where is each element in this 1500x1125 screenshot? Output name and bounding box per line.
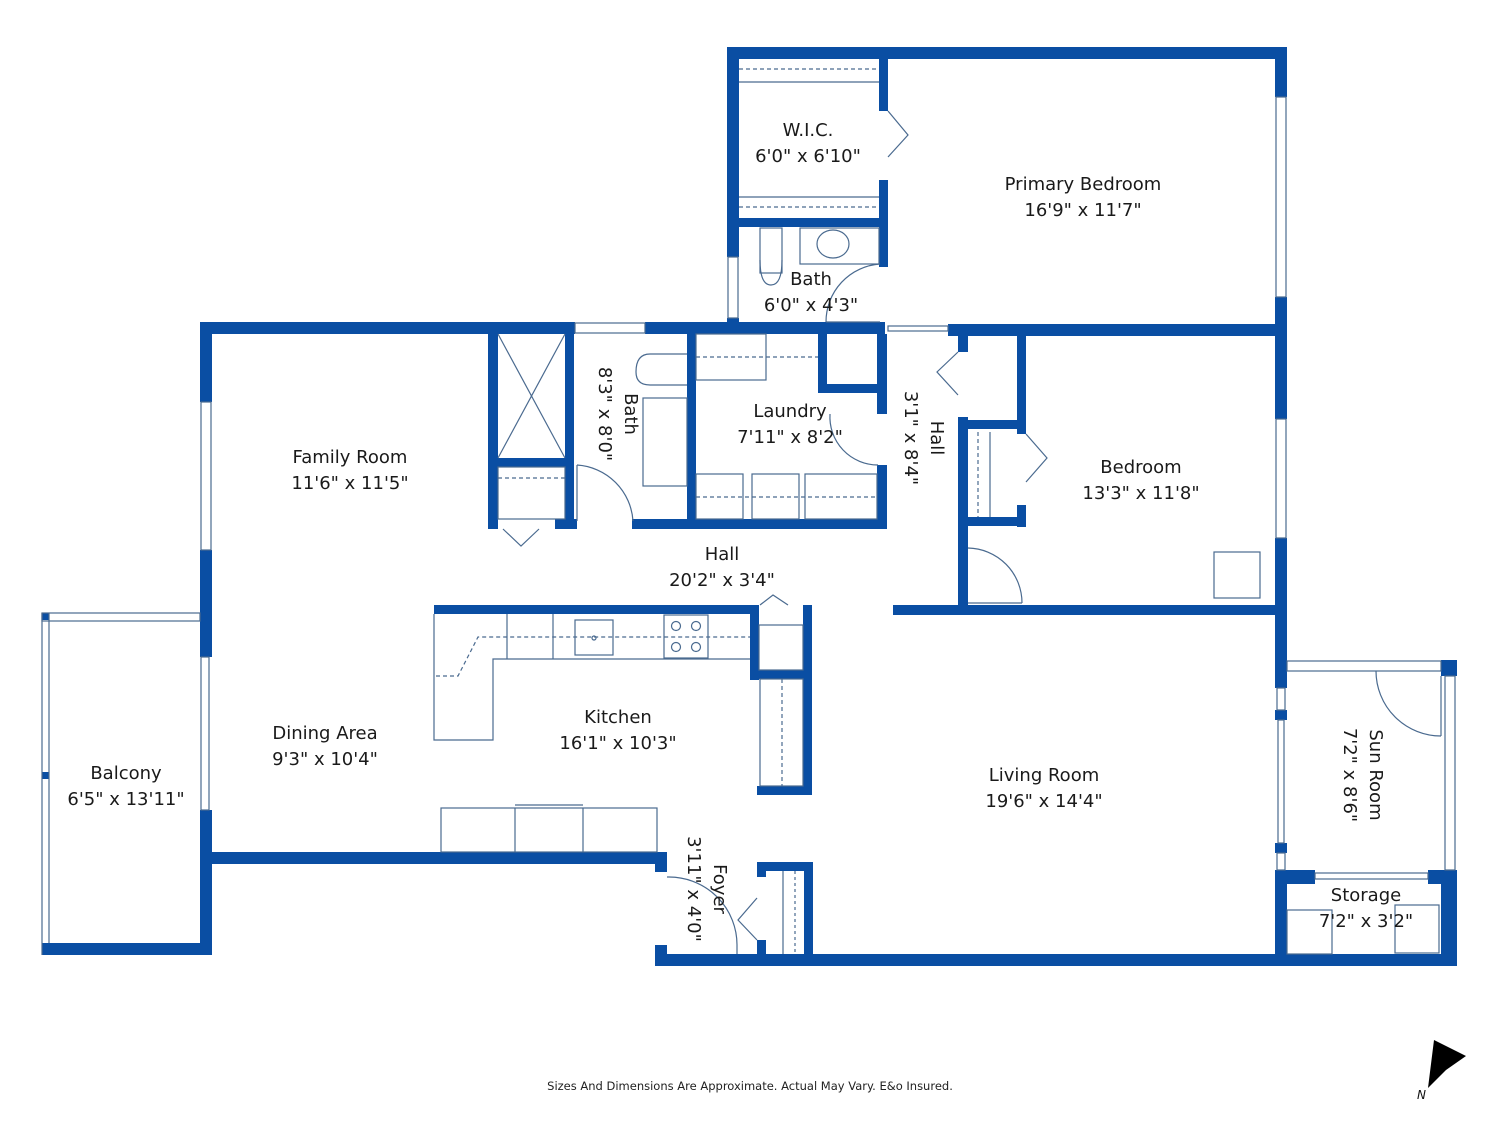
room-label-dining-area: Dining Area 9'3" x 10'4" — [272, 721, 378, 773]
room-name: Bath — [790, 269, 832, 290]
room-dimensions: 19'6" x 14'4" — [985, 791, 1103, 812]
compass-label: N — [1417, 1088, 1426, 1102]
room-dimensions: 9'3" x 10'4" — [272, 749, 378, 770]
room-name: Bedroom — [1100, 457, 1182, 478]
north-arrow-icon — [1428, 1040, 1466, 1088]
room-label-primary-bath: Bath 6'0" x 4'3" — [764, 267, 858, 319]
room-name: Family Room — [292, 447, 408, 468]
room-label-balcony: Balcony 6'5" x 13'11" — [67, 761, 184, 813]
room-label-laundry: Laundry 7'11" x 8'2" — [737, 399, 843, 451]
room-name: Hall — [926, 420, 947, 456]
room-dimensions: 3'11" x 4'0" — [683, 836, 704, 942]
room-label-kitchen: Kitchen 16'1" x 10'3" — [559, 705, 676, 757]
room-label-storage: Storage 7'2" x 3'2" — [1319, 883, 1413, 935]
room-label-wic: W.I.C. 6'0" x 6'10" — [755, 118, 861, 170]
room-label-sun-room: Sun Room 7'2" x 8'6" — [1336, 728, 1388, 822]
room-label-hall-vertical: Hall 3'1" x 8'4" — [897, 391, 949, 485]
room-label-bath-2: Bath 8'3" x 8'0" — [591, 367, 643, 461]
room-name: Dining Area — [272, 723, 378, 744]
room-name: Hall — [704, 544, 740, 565]
room-label-family-room: Family Room 11'6" x 11'5" — [291, 445, 408, 497]
room-label-primary-bedroom: Primary Bedroom 16'9" x 11'7" — [1005, 172, 1162, 224]
room-dimensions: 13'3" x 11'8" — [1082, 483, 1200, 504]
room-name: W.I.C. — [782, 120, 834, 141]
room-label-living-room: Living Room 19'6" x 14'4" — [985, 763, 1102, 815]
room-name: Primary Bedroom — [1004, 174, 1162, 195]
room-dimensions: 16'9" x 11'7" — [1024, 200, 1142, 221]
room-dimensions: 6'5" x 13'11" — [67, 789, 185, 810]
room-name: Balcony — [90, 763, 162, 784]
room-dimensions: 3'1" x 8'4" — [900, 390, 921, 486]
room-dimensions: 8'3" x 8'0" — [594, 366, 615, 462]
room-dimensions: 6'0" x 6'10" — [755, 146, 861, 167]
room-name: Foyer — [709, 864, 730, 914]
room-name: Sun Room — [1365, 729, 1386, 821]
fixtures — [41, 68, 1456, 955]
room-dimensions: 6'0" x 4'3" — [763, 295, 859, 316]
room-name: Bath — [620, 393, 641, 435]
room-dimensions: 11'6" x 11'5" — [291, 473, 409, 494]
room-dimensions: 7'2" x 3'2" — [1318, 911, 1414, 932]
room-label-hall-main: Hall 20'2" x 3'4" — [669, 542, 775, 594]
room-name: Storage — [1330, 885, 1402, 906]
room-name: Living Room — [988, 765, 1100, 786]
room-name: Laundry — [753, 401, 827, 422]
room-dimensions: 16'1" x 10'3" — [559, 733, 677, 754]
room-dimensions: 7'2" x 8'6" — [1339, 727, 1360, 823]
room-label-bedroom: Bedroom 13'3" x 11'8" — [1082, 455, 1199, 507]
disclaimer-text: Sizes And Dimensions Are Approximate. Ac… — [547, 1079, 953, 1093]
room-dimensions: 7'11" x 8'2" — [737, 427, 843, 448]
room-label-foyer: Foyer 3'11" x 4'0" — [680, 836, 732, 942]
room-dimensions: 20'2" x 3'4" — [669, 570, 775, 591]
room-name: Kitchen — [584, 707, 652, 728]
walls — [42, 47, 1457, 966]
